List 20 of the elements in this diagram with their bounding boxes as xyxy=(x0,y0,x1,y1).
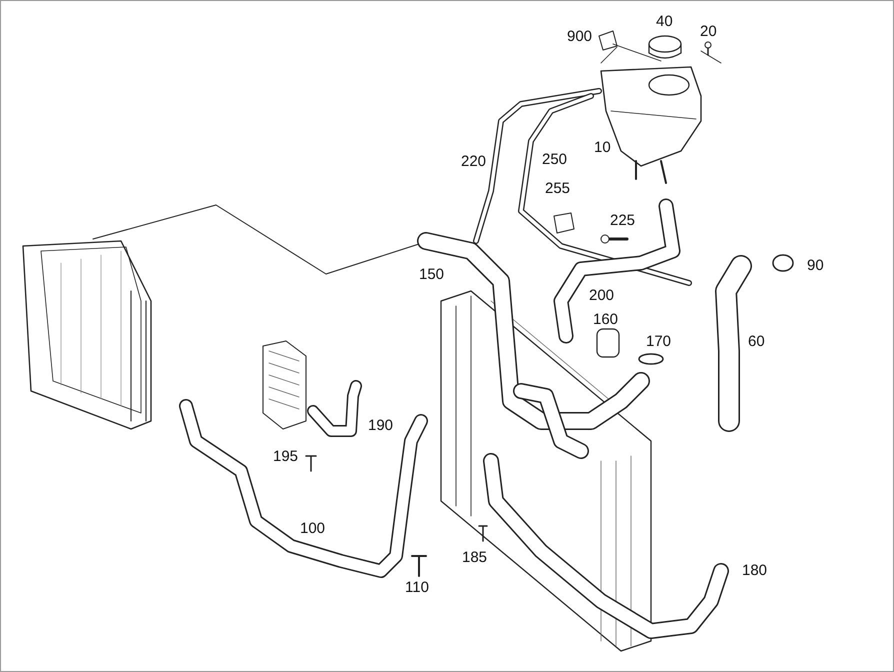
callout-number: 200 xyxy=(589,288,614,303)
callout-number: 100 xyxy=(300,521,326,536)
callout-number: 110 xyxy=(405,580,429,595)
callout-number: 185 xyxy=(462,550,488,565)
callout-number: 190 xyxy=(368,418,394,433)
callout-number: 170 xyxy=(646,334,672,349)
callout-number: 255 xyxy=(545,181,570,196)
callout-number: 40 xyxy=(656,14,673,29)
callout-number: 180 xyxy=(742,563,768,578)
callout-number: 60 xyxy=(748,334,765,349)
callout-number: 900 xyxy=(567,29,592,44)
callout-number: 90 xyxy=(807,258,824,273)
callout-number: 20 xyxy=(700,24,717,39)
callout-number: 250 xyxy=(542,152,568,167)
callout-number: 160 xyxy=(593,312,618,327)
callout-number: 220 xyxy=(461,154,486,169)
callout-number: 195 xyxy=(273,449,298,464)
callout-number: 150 xyxy=(419,267,444,282)
callout-number: 225 xyxy=(610,213,636,228)
callout-number: 10 xyxy=(594,140,611,155)
